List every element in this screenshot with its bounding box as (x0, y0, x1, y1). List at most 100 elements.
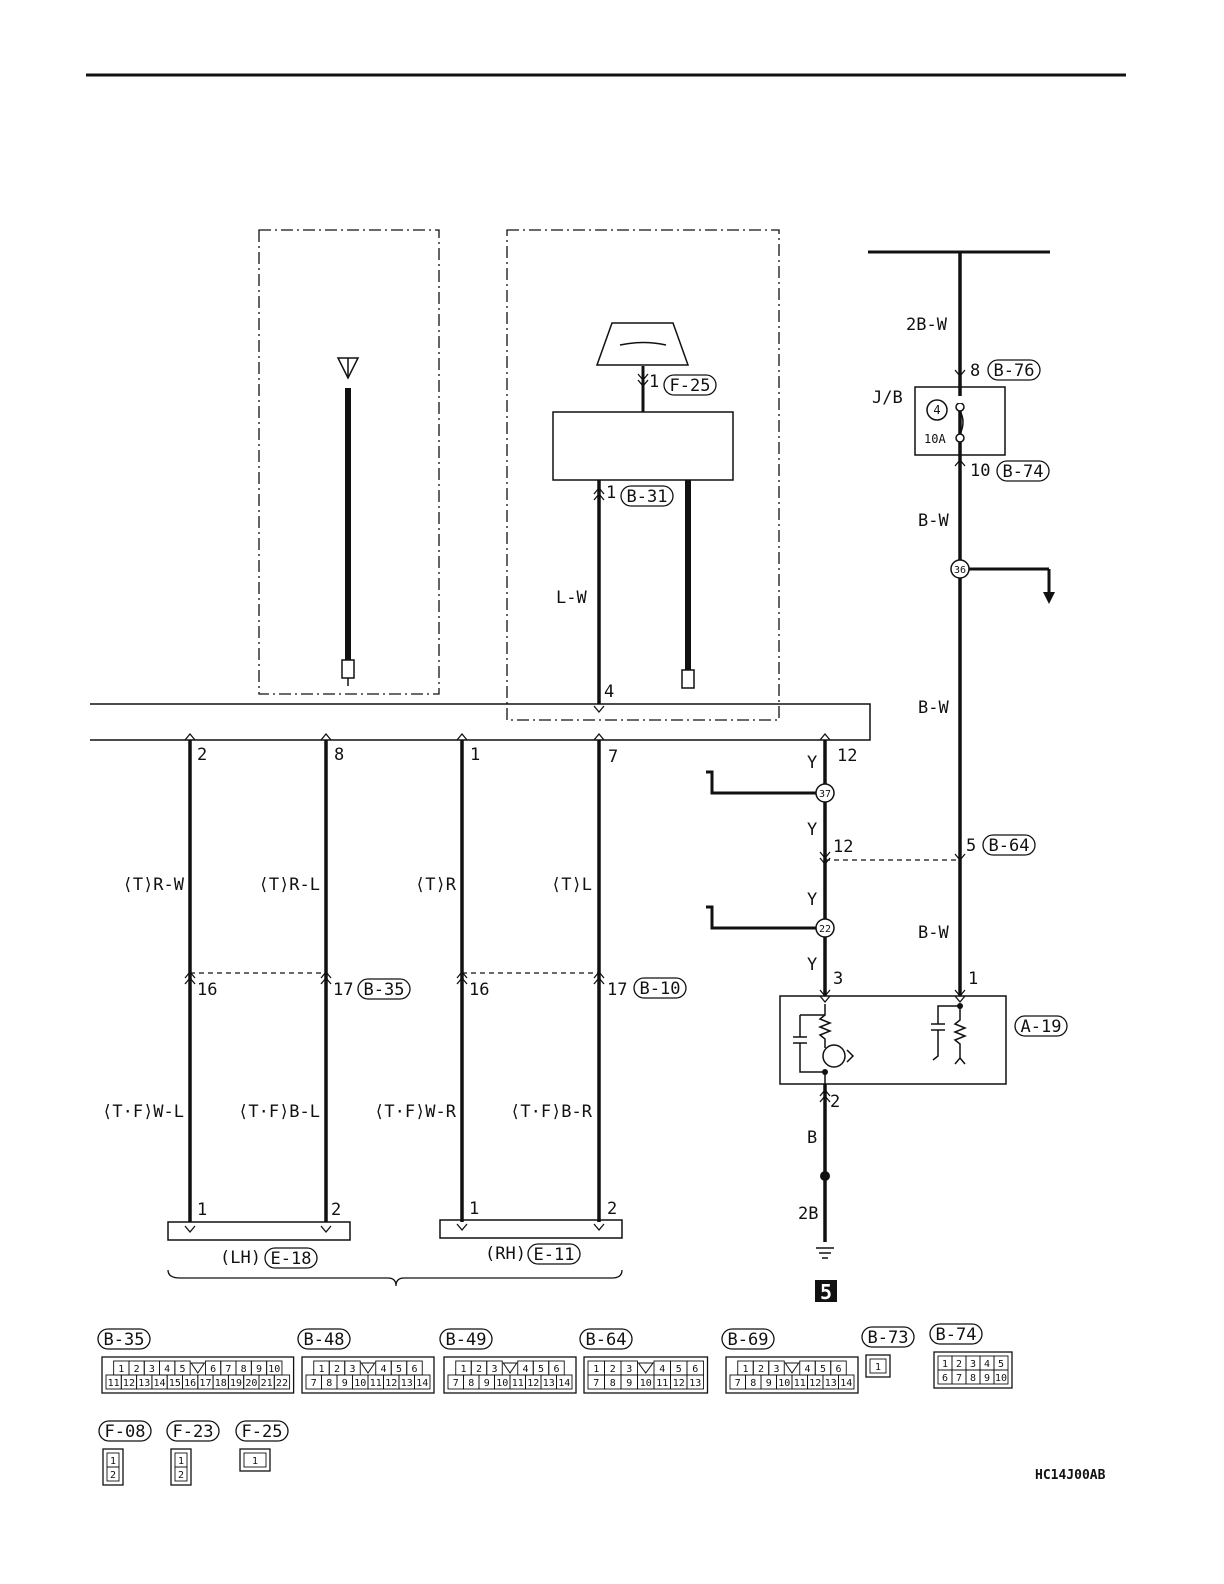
pin-number: 4 (604, 682, 614, 702)
svg-text:7: 7 (593, 1378, 599, 1389)
svg-text:B-35: B-35 (364, 980, 405, 1000)
svg-text:5: 5 (998, 1359, 1004, 1370)
svg-text:1: 1 (318, 1364, 324, 1375)
svg-text:8: 8 (610, 1378, 616, 1389)
connector-id: E-18 (264, 1247, 318, 1269)
wire-label: ⟨T⟩L (551, 875, 592, 895)
legend-connector-id: F-23 (166, 1420, 220, 1442)
svg-text:3: 3 (491, 1364, 497, 1375)
harness-bar (90, 703, 871, 741)
svg-text:6: 6 (942, 1373, 948, 1384)
svg-text:11: 11 (656, 1378, 668, 1389)
junction-block (914, 386, 1006, 456)
pin-number: 16 (469, 980, 489, 1000)
svg-text:14: 14 (154, 1378, 166, 1389)
wire-label: B-W (918, 698, 949, 718)
svg-text:B-69: B-69 (728, 1330, 769, 1350)
svg-text:B-10: B-10 (640, 979, 681, 999)
pin-number: 1 (197, 1200, 207, 1220)
ground-icon (816, 1247, 834, 1259)
pin-number: 2 (331, 1200, 341, 1220)
svg-text:13: 13 (401, 1378, 413, 1389)
svg-text:15: 15 (169, 1378, 181, 1389)
svg-text:7: 7 (735, 1378, 741, 1389)
svg-text:5: 5 (820, 1364, 826, 1375)
wire-label: L-W (556, 588, 587, 608)
wire-label: 2B-W (906, 315, 948, 335)
pin-number: 12 (833, 837, 853, 857)
svg-text:4: 4 (522, 1364, 528, 1375)
svg-text:8: 8 (750, 1378, 756, 1389)
pin-number: 16 (197, 980, 217, 1000)
branch-37 (706, 770, 816, 795)
svg-text:4: 4 (984, 1359, 990, 1370)
svg-text:9: 9 (984, 1373, 990, 1384)
splice-dot (820, 1171, 830, 1181)
pin-number: 8 (334, 745, 344, 765)
svg-text:10: 10 (354, 1378, 366, 1389)
speaker-lh (167, 1221, 351, 1241)
fuse-number-badge (926, 399, 948, 421)
svg-text:10: 10 (778, 1378, 790, 1389)
svg-text:1: 1 (118, 1364, 124, 1375)
svg-text:4: 4 (659, 1364, 665, 1375)
speaker-icon (595, 322, 690, 366)
svg-text:13: 13 (825, 1378, 837, 1389)
pin-number: 17 (333, 980, 353, 1000)
svg-text:12: 12 (673, 1378, 685, 1389)
svg-text:6: 6 (411, 1364, 417, 1375)
svg-text:12: 12 (527, 1378, 539, 1389)
svg-text:B-73: B-73 (868, 1328, 909, 1348)
antenna-icon (336, 357, 360, 686)
svg-text:2: 2 (610, 1364, 616, 1375)
splice-number: 36 (954, 565, 966, 576)
legend-connector-id: B-74 (929, 1323, 983, 1345)
svg-text:F-25: F-25 (670, 376, 711, 396)
legend-connector-id: F-25 (235, 1420, 289, 1442)
shield-terminal (681, 669, 695, 689)
svg-text:3: 3 (626, 1364, 632, 1375)
svg-text:6: 6 (692, 1364, 698, 1375)
pin-number: 10 (970, 461, 990, 481)
fuse-number: 4 (933, 403, 940, 417)
svg-text:18: 18 (215, 1378, 227, 1389)
svg-text:E-11: E-11 (534, 1245, 575, 1265)
svg-text:10: 10 (268, 1364, 280, 1375)
module-box (552, 411, 734, 481)
svg-text:B-49: B-49 (446, 1330, 487, 1350)
pin-number: 5 (966, 836, 976, 856)
svg-text:2: 2 (110, 1470, 116, 1481)
side-label: (RH) (485, 1244, 526, 1264)
svg-text:22: 22 (276, 1378, 288, 1389)
svg-text:8: 8 (468, 1378, 474, 1389)
svg-text:3: 3 (970, 1359, 976, 1370)
svg-text:3: 3 (149, 1364, 155, 1375)
svg-text:4: 4 (164, 1364, 170, 1375)
svg-text:7: 7 (311, 1378, 317, 1389)
speaker-rh (439, 1219, 623, 1239)
splice-36 (950, 559, 970, 579)
svg-text:6: 6 (553, 1364, 559, 1375)
terminal-marks (184, 369, 966, 1234)
svg-text:1: 1 (178, 1456, 184, 1467)
svg-text:7: 7 (453, 1378, 459, 1389)
fuse-icon (959, 410, 964, 435)
svg-text:1: 1 (460, 1364, 466, 1375)
legend-connector-face: 1 (865, 1354, 891, 1378)
svg-text:B-48: B-48 (304, 1330, 345, 1350)
svg-text:8: 8 (241, 1364, 247, 1375)
splice-22 (815, 918, 835, 938)
svg-text:5: 5 (676, 1364, 682, 1375)
svg-text:12: 12 (809, 1378, 821, 1389)
svg-text:B-76: B-76 (994, 361, 1035, 381)
svg-text:B-74: B-74 (1003, 462, 1044, 482)
svg-text:F-23: F-23 (173, 1422, 214, 1442)
svg-text:F-25: F-25 (242, 1422, 283, 1442)
pin-number: 3 (833, 969, 843, 989)
legend-connector-face: 12 (102, 1448, 124, 1486)
antenna-box (258, 229, 440, 695)
